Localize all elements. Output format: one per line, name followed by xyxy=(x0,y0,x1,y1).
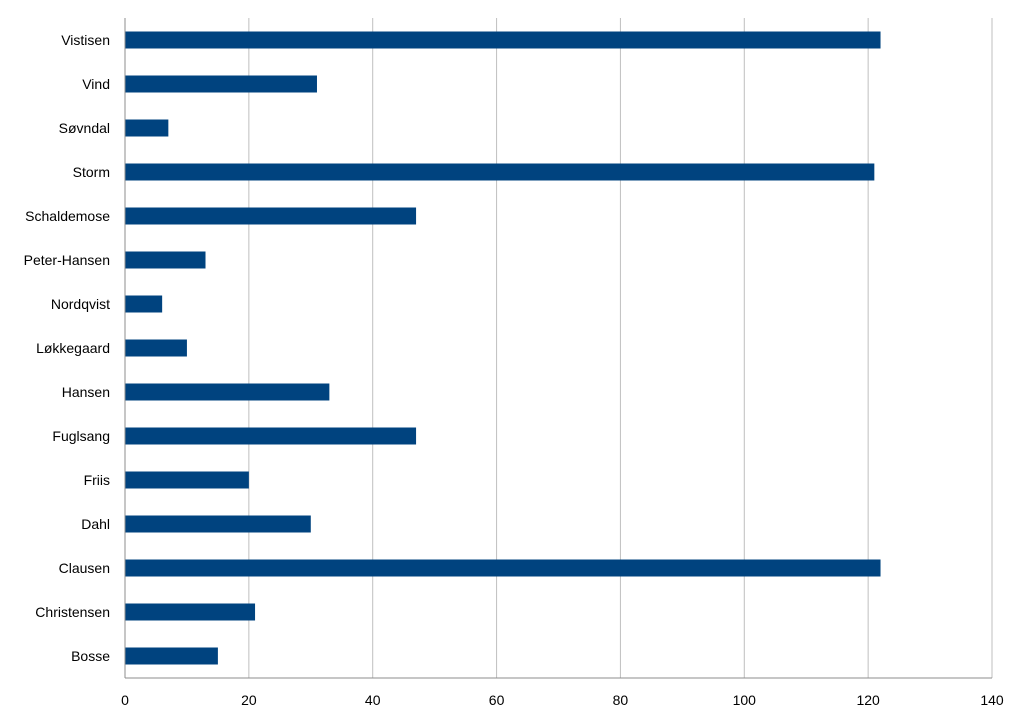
category-labels: VistisenVindSøvndalStormSchaldemosePeter… xyxy=(24,32,111,664)
category-label: Hansen xyxy=(62,384,110,400)
bar xyxy=(125,515,311,533)
x-tick-labels: 0 20 40 60 80 100 120 140 xyxy=(121,692,1004,708)
category-label: Clausen xyxy=(59,560,110,576)
bar xyxy=(125,339,187,357)
bar xyxy=(125,31,881,49)
category-label: Vistisen xyxy=(61,32,110,48)
gridlines xyxy=(248,18,993,678)
bar xyxy=(125,603,256,621)
x-tick-label: 20 xyxy=(241,692,257,708)
bar xyxy=(125,119,169,137)
x-tick-label: 120 xyxy=(856,692,880,708)
category-label: Dahl xyxy=(81,516,110,532)
category-label: Søvndal xyxy=(59,120,110,136)
category-label: Nordqvist xyxy=(51,296,110,312)
bar xyxy=(125,163,875,181)
bar xyxy=(125,647,218,665)
x-tick-label: 40 xyxy=(365,692,381,708)
category-label: Peter-Hansen xyxy=(24,252,110,268)
bar xyxy=(125,295,163,313)
x-tick-label: 0 xyxy=(121,692,129,708)
bar xyxy=(125,251,206,269)
x-tick-label: 60 xyxy=(489,692,505,708)
x-tick-label: 140 xyxy=(980,692,1004,708)
bar xyxy=(125,207,417,225)
category-label: Christensen xyxy=(35,604,110,620)
bar xyxy=(125,75,317,93)
category-label: Fuglsang xyxy=(52,428,110,444)
category-label: Løkkegaard xyxy=(36,340,110,356)
bars xyxy=(125,31,881,665)
x-tick-label: 80 xyxy=(613,692,629,708)
bar xyxy=(125,559,881,577)
x-tick-label: 100 xyxy=(733,692,757,708)
bar xyxy=(125,383,330,401)
category-label: Vind xyxy=(82,76,110,92)
category-label: Storm xyxy=(73,164,110,180)
bar xyxy=(125,471,249,489)
bar xyxy=(125,427,417,445)
category-label: Bosse xyxy=(71,648,110,664)
category-label: Friis xyxy=(84,472,110,488)
category-label: Schaldemose xyxy=(25,208,110,224)
